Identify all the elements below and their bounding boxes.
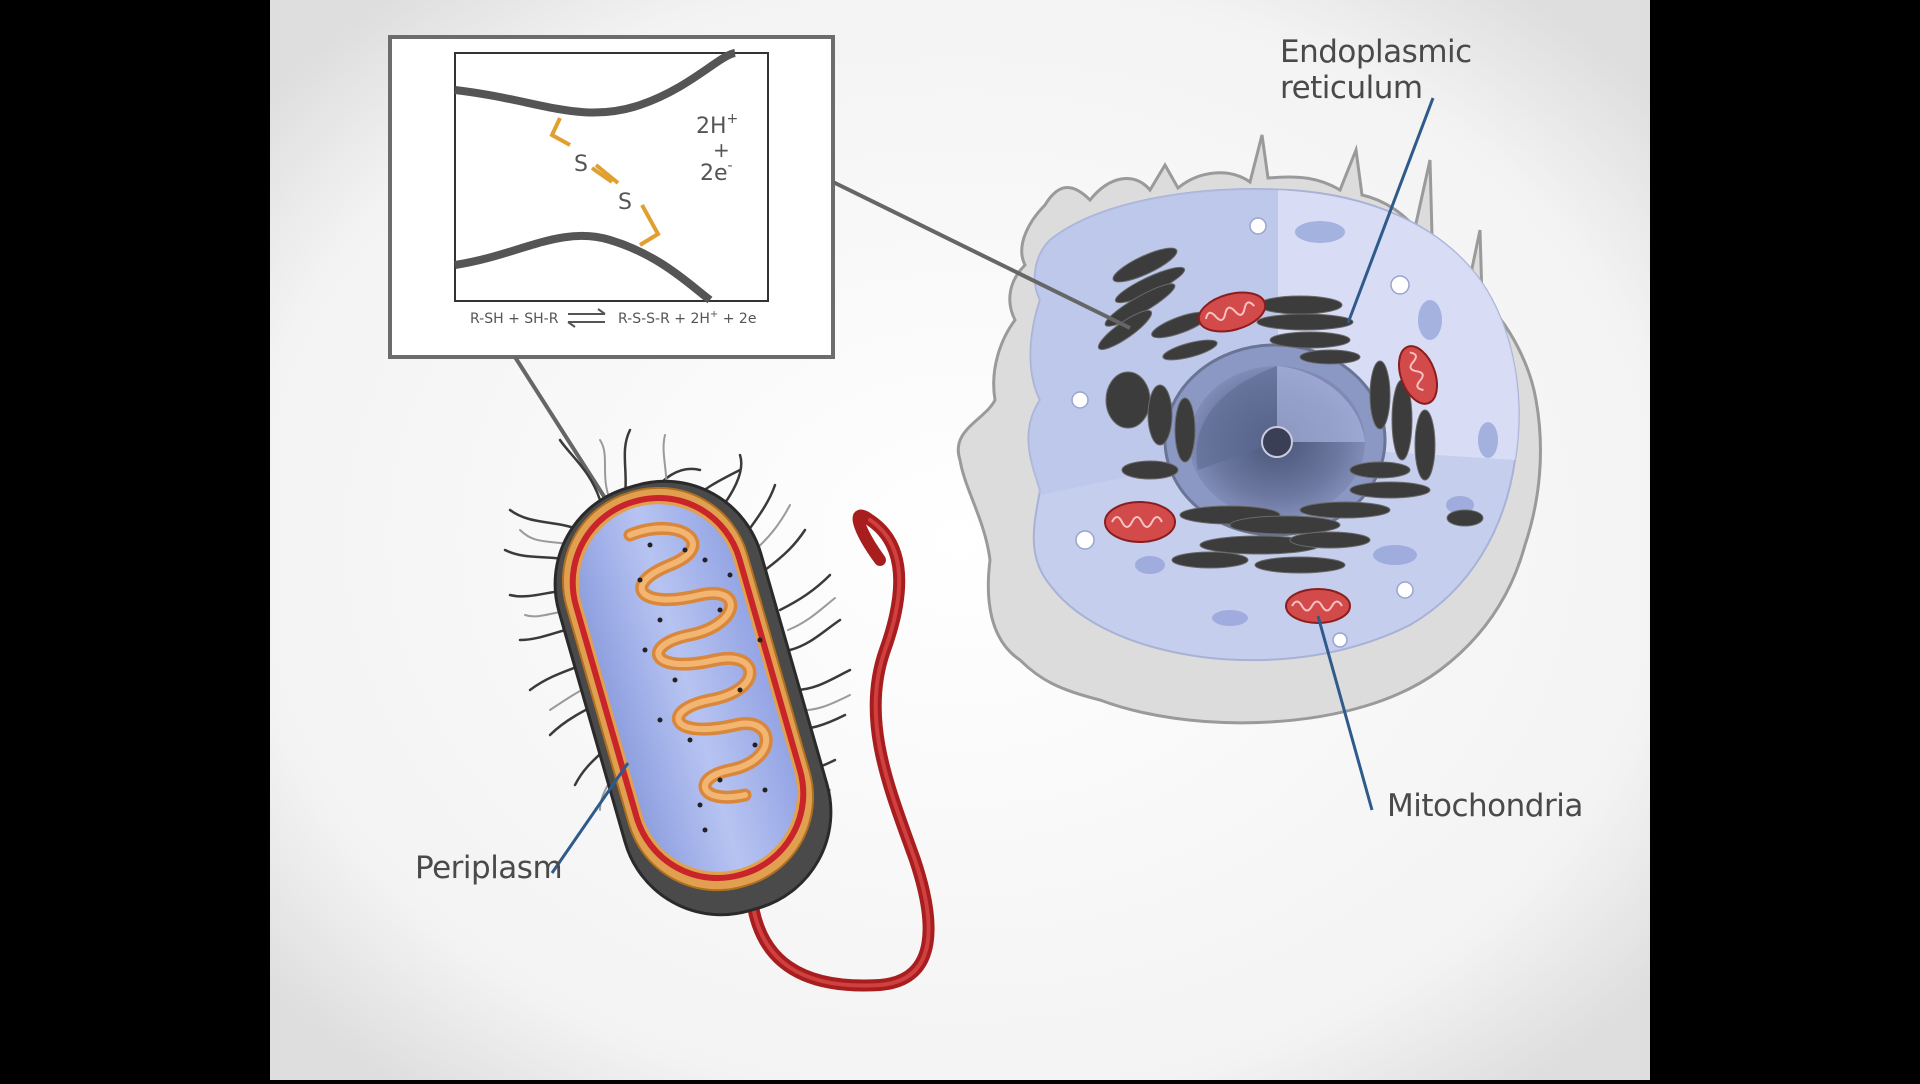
inset-box: S S 2H+ + 2e- R-SH + SH-R R-S-S-R + 2H+ … bbox=[388, 35, 835, 359]
er-leader-line bbox=[1346, 97, 1435, 324]
periplasm-leader-line bbox=[550, 762, 630, 874]
products-plus: + bbox=[713, 138, 730, 162]
backbone-lower bbox=[454, 232, 713, 304]
products-2h: 2H+ bbox=[696, 111, 738, 139]
mitochondria-label: Mitochondria bbox=[1387, 788, 1583, 824]
mitochondria-leader-line bbox=[1316, 615, 1374, 811]
cell-vesicles bbox=[1071, 217, 1414, 648]
equation-left: R-SH + SH-R bbox=[470, 311, 559, 327]
nucleus-cut-face-2 bbox=[1196, 366, 1277, 470]
mitochondrion-2 bbox=[1398, 345, 1438, 405]
mitochondrion-1 bbox=[1197, 291, 1267, 333]
products-2e: 2e- bbox=[700, 158, 733, 186]
er-label-line1: Endoplasmic bbox=[1280, 34, 1472, 70]
bacterium-cytoplasm bbox=[578, 504, 798, 872]
backbone-upper bbox=[454, 49, 737, 117]
ribosomes bbox=[637, 542, 768, 833]
sulfur-atom-1: S bbox=[574, 152, 588, 177]
sulfur-atom-2: S bbox=[618, 190, 632, 215]
nucleus-cut-face bbox=[1277, 366, 1365, 442]
mitochondrion-4 bbox=[1285, 588, 1351, 624]
equilibrium-arrows bbox=[567, 308, 606, 328]
connector-to-bacterium bbox=[513, 355, 607, 500]
inner-membrane bbox=[569, 494, 807, 882]
eukaryotic-cell bbox=[956, 134, 1542, 725]
disulfide-bond-middle bbox=[590, 166, 614, 184]
er-label-line2: reticulum bbox=[1280, 70, 1423, 106]
disulfide-bond bbox=[549, 117, 661, 247]
periplasm-label: Periplasm bbox=[415, 850, 563, 886]
connector-to-cell bbox=[832, 180, 1131, 330]
bacterium bbox=[503, 428, 935, 992]
mitochondrion-3 bbox=[1104, 501, 1176, 543]
mitochondria-group bbox=[1104, 291, 1438, 624]
endoplasmic-reticulum-stacks bbox=[1097, 247, 1484, 574]
nucleolus bbox=[1261, 426, 1293, 458]
cell-vacuoles bbox=[1135, 221, 1498, 626]
er-label: Endoplasmic reticulum bbox=[1280, 34, 1472, 106]
equation-right: R-S-S-R + 2H+ + 2e bbox=[618, 309, 756, 327]
